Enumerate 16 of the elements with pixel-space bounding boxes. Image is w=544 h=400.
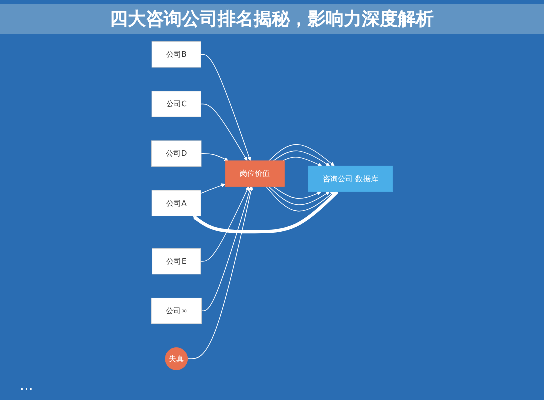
arrow	[187, 186, 254, 360]
arrow	[282, 157, 322, 167]
title: 四大咨询公司排名揭秘，影响力深度解析	[0, 4, 544, 34]
arrow	[200, 54, 252, 162]
arrow	[268, 144, 335, 166]
arrow	[272, 186, 322, 200]
ellipsis-note: ...	[20, 378, 34, 394]
arrow	[200, 104, 248, 162]
arrow	[201, 186, 252, 312]
arrow	[192, 190, 338, 234]
arrow	[273, 150, 330, 166]
arrow	[200, 184, 226, 194]
arrow	[268, 186, 330, 206]
arrow	[200, 186, 250, 262]
arrow	[266, 186, 334, 212]
arrow	[200, 153, 228, 162]
